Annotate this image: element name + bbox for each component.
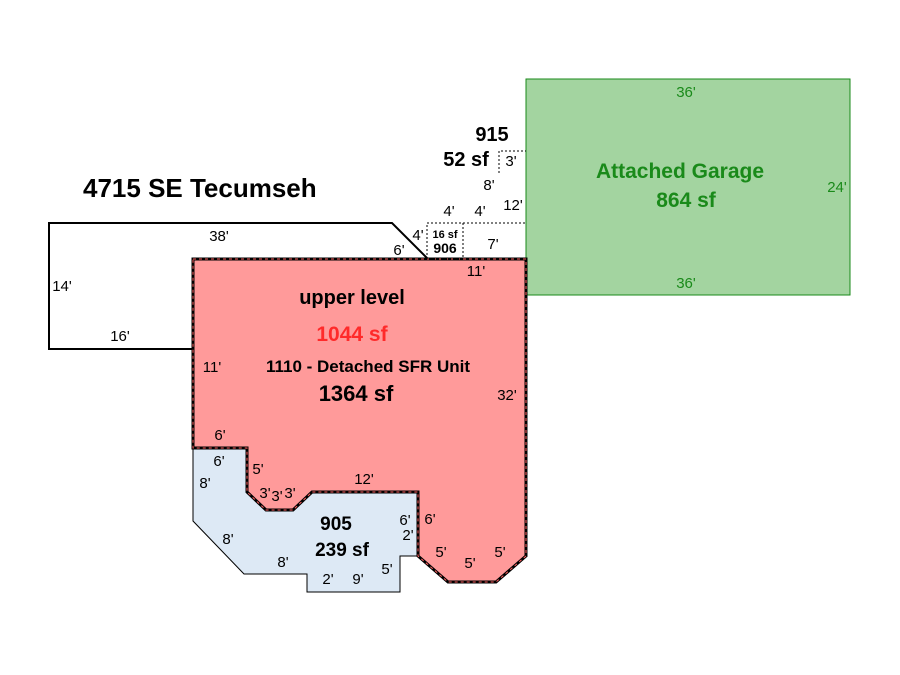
deck-outline	[48, 222, 429, 350]
porch-dim-right: 12'	[503, 197, 523, 214]
main-dim-notch-side: 5'	[252, 461, 263, 478]
lower-code: 905	[320, 514, 352, 535]
main-dim-inner: 6'	[424, 511, 435, 528]
porch-outline	[498, 150, 526, 173]
lower-area: 239 sf	[315, 540, 370, 561]
lower-dim-chamfer: 3'	[271, 488, 282, 505]
lower-dim-bottom: 8'	[277, 554, 288, 571]
garage-dim-top: 36'	[676, 84, 696, 101]
lower-dim-diagonal: 8'	[222, 531, 233, 548]
small-code: 906	[433, 240, 457, 256]
lower-dim-left: 8'	[199, 475, 210, 492]
porch-dim-top: 3'	[505, 153, 516, 170]
main-dim-notch-bottom: 12'	[354, 471, 374, 488]
main-unit-dashed-overlay	[192, 258, 527, 583]
porch-dim-side: 8'	[483, 177, 494, 194]
main-dim-notch-top: 6'	[214, 427, 225, 444]
porch-code: 915	[475, 124, 508, 146]
small-dim-right: 7'	[487, 236, 498, 253]
deck-dim-diagonal: 6'	[393, 242, 404, 259]
garage-name: Attached Garage	[596, 160, 764, 183]
deck-dim-top: 38'	[209, 228, 229, 245]
main-dim-top: 11'	[467, 263, 486, 280]
lower-dim-right: 5'	[381, 561, 392, 578]
property-title: 4715 SE Tecumseh	[83, 173, 317, 203]
main-unit-label: 1110 - Detached SFR Unit	[266, 357, 470, 376]
lower-dim-bottom-right: 9'	[352, 571, 363, 588]
lower-dim-inner-b: 6'	[399, 512, 410, 529]
lower-dim-step: 2'	[322, 571, 333, 588]
garage-area-label: 864 sf	[656, 189, 717, 212]
small-dim-left: 4'	[412, 227, 423, 244]
garage-dim-bottom: 36'	[676, 275, 696, 292]
lower-dim-inner-a: 2'	[402, 527, 413, 544]
main-upper-area: 1044 sf	[316, 323, 388, 346]
deck-dim-bottom: 16'	[110, 328, 130, 345]
porch-dim-a: 4'	[443, 203, 454, 220]
main-dim-right: 32'	[497, 387, 517, 404]
main-level-label: upper level	[299, 287, 405, 309]
main-dim-left: 11'	[203, 359, 222, 376]
small-area-906	[426, 222, 464, 260]
main-area-label: 1364 sf	[319, 381, 394, 406]
main-dim-bottom-left: 5'	[435, 544, 446, 561]
main-dim-bottom: 5'	[464, 555, 475, 572]
garage-area	[525, 78, 851, 296]
main-dim-chamfer-b: 3'	[284, 485, 295, 502]
porch-area: 52 sf	[443, 149, 489, 171]
lower-dim-top: 6'	[213, 453, 224, 470]
main-dim-bottom-right: 5'	[494, 544, 505, 561]
main-dim-chamfer-a: 3'	[259, 485, 270, 502]
garage-dim-right: 24'	[827, 179, 847, 196]
porch-dim-b: 4'	[474, 203, 485, 220]
deck-dim-left: 14'	[52, 278, 72, 295]
small-area: 16 sf	[432, 229, 457, 241]
